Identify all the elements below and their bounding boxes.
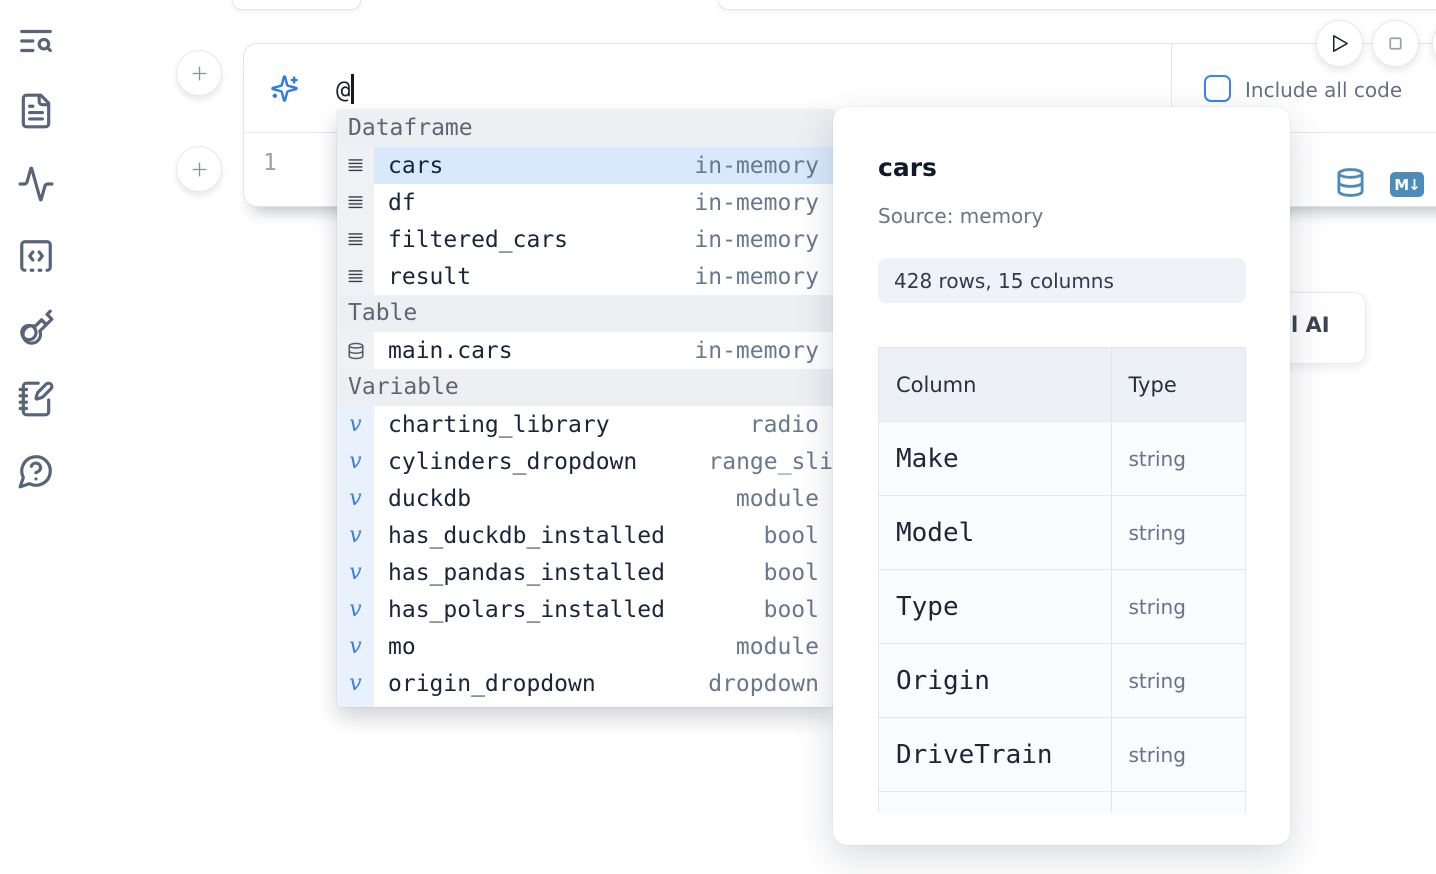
table-row: Make string <box>878 421 1246 496</box>
variable-icon: v <box>337 406 374 443</box>
variable-icon: v <box>337 443 374 480</box>
file-text-icon[interactable] <box>15 90 57 132</box>
autocomplete-item-filtered-cars[interactable]: filtered_cars in-memory <box>337 221 833 258</box>
schema-table: Column Type Make string Model string Typ… <box>878 347 1246 813</box>
section-header-variable: Variable <box>337 369 833 406</box>
dataframe-icon <box>337 221 374 258</box>
dataframe-preview-panel: cars Source: memory 428 rows, 15 columns… <box>833 107 1290 845</box>
code-snippets-icon[interactable] <box>15 235 57 277</box>
autocomplete-item-mo[interactable]: v mo module <box>337 628 833 665</box>
activity-icon[interactable] <box>15 163 57 205</box>
table-partial-row <box>878 791 1246 813</box>
line-number: 1 <box>263 150 277 176</box>
previous-output-edge <box>718 0 1436 10</box>
table-row: Model string <box>878 495 1246 570</box>
variable-icon: v <box>337 665 374 702</box>
autocomplete-item-cars[interactable]: cars in-memory <box>337 147 833 184</box>
dataframe-icon <box>337 184 374 221</box>
autocomplete-item-has-pandas-installed[interactable]: v has_pandas_installed bool <box>337 554 833 591</box>
shape-badge: 428 rows, 15 columns <box>878 258 1246 303</box>
code-editor-row[interactable]: 1 M↓ <box>244 133 1436 206</box>
autocomplete-item-has-polars-installed[interactable]: v has_polars_installed bool <box>337 591 833 628</box>
ai-prompt-input[interactable]: @ <box>336 74 354 104</box>
previous-cell-edge <box>232 0 361 10</box>
table-row: DriveTrain string <box>878 717 1246 792</box>
add-cell-below-button[interactable] <box>176 146 222 192</box>
ai-action-label: l AI <box>1291 313 1330 337</box>
variable-icon: v <box>337 554 374 591</box>
include-all-code-label: Include all code <box>1245 78 1403 102</box>
markdown-icon[interactable]: M↓ <box>1390 172 1424 197</box>
schema-header-row: Column Type <box>878 347 1246 422</box>
autocomplete-item-duckdb[interactable]: v duckdb module <box>337 480 833 517</box>
column-header: Column <box>878 347 1112 422</box>
prompt-value: @ <box>336 76 351 104</box>
autocomplete-item-origin-dropdown[interactable]: v origin_dropdown dropdown <box>337 665 833 702</box>
autocomplete-item-pd-clipped[interactable]: v pd module <box>337 702 833 707</box>
panel-title: cars <box>878 153 937 182</box>
variable-icon: v <box>337 702 374 707</box>
variable-icon: v <box>337 517 374 554</box>
notebook-pen-icon[interactable] <box>15 378 57 420</box>
table-database-icon <box>337 332 374 369</box>
dataframe-icon <box>337 258 374 295</box>
table-row: Origin string <box>878 643 1246 718</box>
prompt-options-zone: Include all code <box>1171 44 1436 133</box>
autocomplete-item-main-cars[interactable]: main.cars in-memory <box>337 332 833 369</box>
database-icon[interactable] <box>1335 167 1366 202</box>
panel-source: Source: memory <box>878 204 1044 228</box>
text-caret <box>351 74 354 104</box>
autocomplete-item-charting-library[interactable]: v charting_library radio <box>337 406 833 443</box>
autocomplete-item-cylinders-dropdown[interactable]: v cylinders_dropdown range_sli <box>337 443 833 480</box>
help-chat-icon[interactable] <box>15 450 57 492</box>
variable-icon: v <box>337 628 374 665</box>
section-header-dataframe: Dataframe <box>337 110 833 147</box>
text-search-icon[interactable] <box>15 20 57 62</box>
section-header-table: Table <box>337 295 833 332</box>
stop-button[interactable] <box>1372 20 1419 67</box>
sparkles-icon <box>270 74 299 107</box>
table-row: Type string <box>878 569 1246 644</box>
autocomplete-item-result[interactable]: result in-memory <box>337 258 833 295</box>
autocomplete-item-has-duckdb-installed[interactable]: v has_duckdb_installed bool <box>337 517 833 554</box>
type-header: Type <box>1110 347 1246 422</box>
dataframe-icon <box>337 147 374 184</box>
autocomplete-dropdown: Dataframe cars in-memory df in-memory fi… <box>337 110 833 707</box>
left-sidebar <box>0 0 72 874</box>
key-icon[interactable] <box>15 306 57 348</box>
variable-icon: v <box>337 480 374 517</box>
include-all-code-checkbox[interactable] <box>1204 75 1231 102</box>
schema-table-wrap: Column Type Make string Model string Typ… <box>878 347 1246 813</box>
add-cell-above-button[interactable] <box>176 50 222 96</box>
variable-icon: v <box>337 591 374 628</box>
autocomplete-item-df[interactable]: df in-memory <box>337 184 833 221</box>
run-button[interactable] <box>1316 20 1363 67</box>
